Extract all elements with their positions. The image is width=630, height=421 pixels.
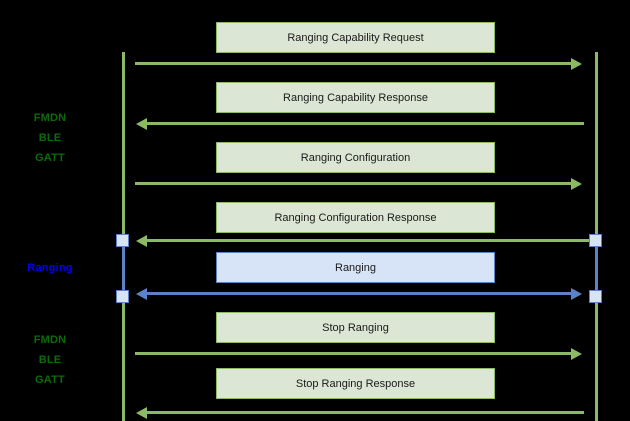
arrow-line-stop-ranging <box>135 352 572 355</box>
arrow-head-left-ranging <box>136 287 147 300</box>
arrow-line-stop-ranging-response <box>147 411 584 414</box>
activation-box-left-start <box>116 234 129 247</box>
arrow-line-ranging <box>147 292 572 295</box>
message-box-ranging: Ranging <box>216 252 495 283</box>
activation-box-right-start <box>589 234 602 247</box>
arrow-line-ranging-configuration <box>135 182 572 185</box>
activation-bar-right <box>595 240 598 296</box>
message-box-ranging-configuration: Ranging Configuration <box>216 142 495 173</box>
arrow-head-right-ranging-capability-request <box>571 57 582 70</box>
arrow-line-ranging-capability-response <box>147 122 584 125</box>
phase-label-fmdn-top: FMDN BLE GATT <box>33 112 67 164</box>
activation-box-right-end <box>589 290 602 303</box>
message-box-stop-ranging-response: Stop Ranging Response <box>216 368 495 399</box>
arrow-head-left-ranging-capability-response <box>136 117 147 130</box>
arrow-line-ranging-capability-request <box>135 62 572 65</box>
arrow-head-left-ranging-configuration-response <box>136 234 147 247</box>
arrow-line-ranging-configuration-response <box>147 239 589 242</box>
message-box-ranging-capability-response: Ranging Capability Response <box>216 82 495 113</box>
activation-box-left-end <box>116 290 129 303</box>
message-box-stop-ranging: Stop Ranging <box>216 312 495 343</box>
arrow-head-left-stop-ranging-response <box>136 406 147 419</box>
arrow-head-right-stop-ranging <box>571 347 582 360</box>
arrow-head-right-ranging-configuration <box>571 177 582 190</box>
message-box-ranging-configuration-response: Ranging Configuration Response <box>216 202 495 233</box>
message-box-ranging-capability-request: Ranging Capability Request <box>216 22 495 53</box>
phase-label-fmdn-bottom: FMDN BLE GATT <box>33 334 67 386</box>
arrow-head-right-ranging <box>571 287 582 300</box>
activation-bar-left <box>122 240 125 296</box>
phase-label-ranging: Ranging <box>27 262 73 274</box>
